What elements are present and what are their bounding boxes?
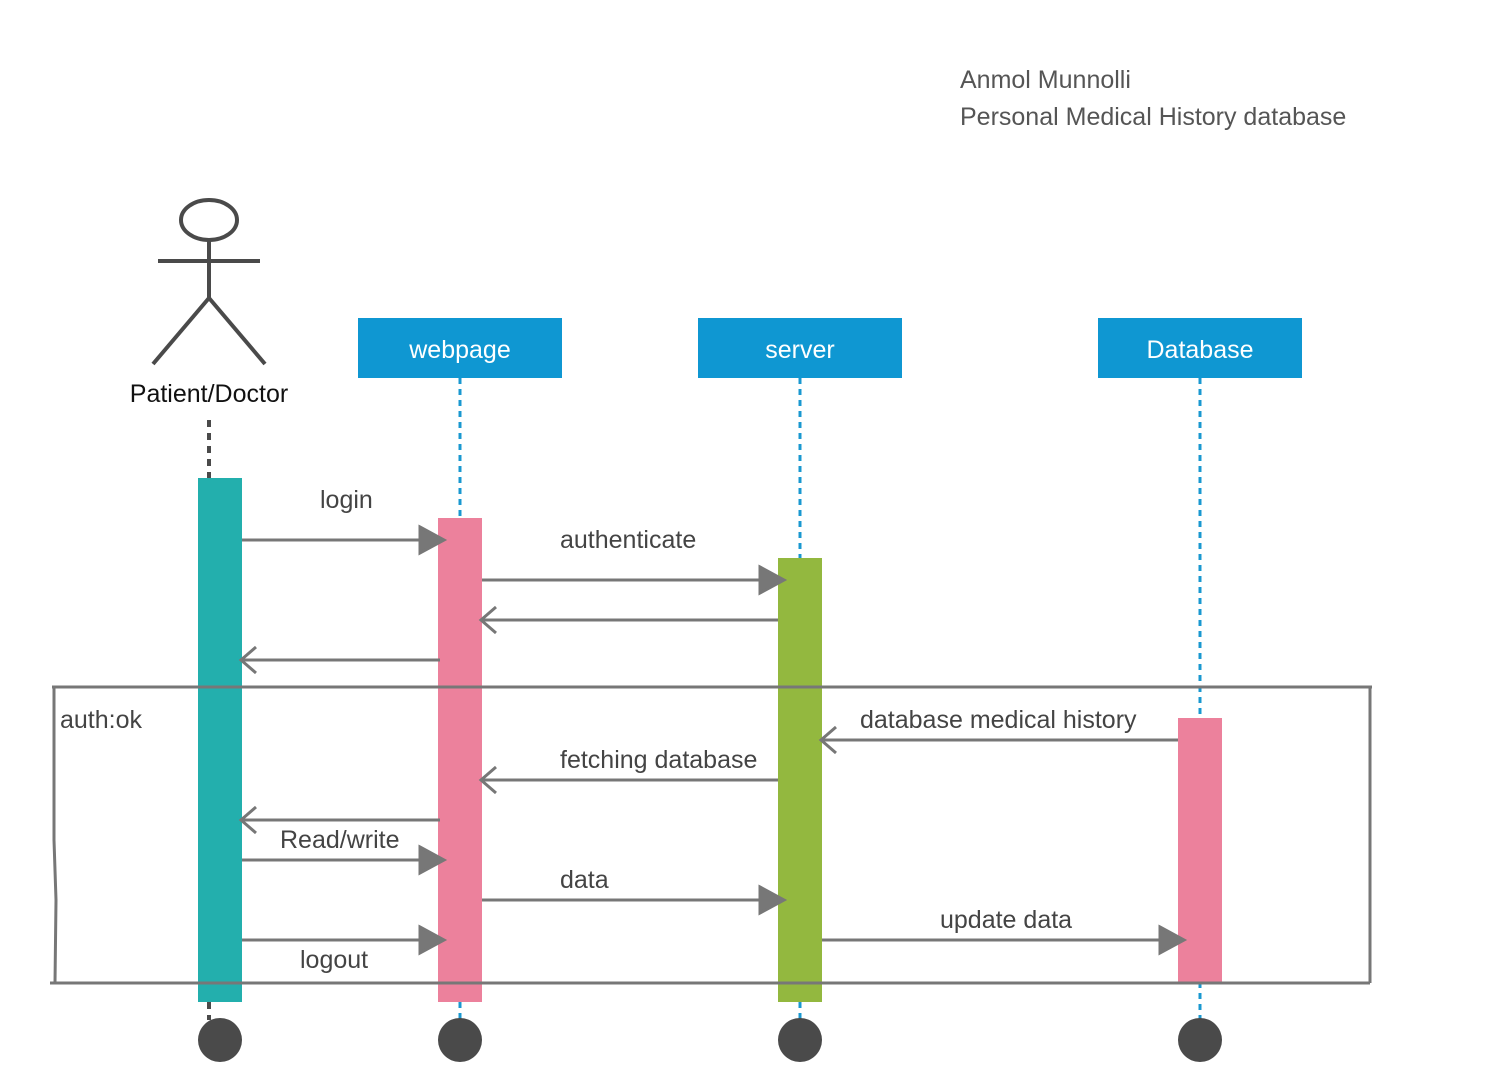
database-header-label: Database xyxy=(1146,336,1253,364)
server-header-label: server xyxy=(765,336,834,364)
message-db-history-label: database medical history xyxy=(860,706,1137,734)
server-header: server xyxy=(698,318,902,378)
message-logout-arrowhead xyxy=(418,924,448,956)
message-db-history-arrowhead xyxy=(818,725,837,755)
actor-activation-bar xyxy=(198,478,242,1002)
webpage-terminator xyxy=(438,1018,482,1062)
message-logout-label: logout xyxy=(300,946,368,974)
message-readwrite-label: Read/write xyxy=(280,826,400,854)
message-return-login-arrowhead xyxy=(238,645,257,675)
message-update-arrowhead xyxy=(1158,924,1188,956)
message-authenticate-arrowhead xyxy=(758,564,788,596)
database-activation-bar xyxy=(1178,718,1222,982)
database-header: Database xyxy=(1098,318,1302,378)
fragment-frame xyxy=(50,685,1372,985)
message-fetching-label: fetching database xyxy=(560,746,757,774)
message-data-label: data xyxy=(560,866,609,894)
author-name: Anmol Munnolli xyxy=(960,66,1131,94)
message-data-arrowhead xyxy=(758,884,788,916)
message-login-arrowhead xyxy=(418,524,448,556)
database-terminator xyxy=(1178,1018,1222,1062)
message-fetching-arrowhead xyxy=(478,765,497,795)
webpage-header: webpage xyxy=(358,318,562,378)
server-activation-bar xyxy=(778,558,822,1002)
server-terminator xyxy=(778,1018,822,1062)
fragment-guard-label: auth:ok xyxy=(60,706,143,734)
message-readwrite-arrowhead xyxy=(418,844,448,876)
webpage-activation-bar xyxy=(438,518,482,1002)
webpage-header-label: webpage xyxy=(408,336,510,364)
message-update-label: update data xyxy=(940,906,1072,934)
diagram-subtitle: Personal Medical History database xyxy=(960,103,1346,131)
actor-label: Patient/Doctor xyxy=(130,380,288,408)
message-return-data-arrowhead xyxy=(238,805,257,835)
actor-terminator xyxy=(198,1018,242,1062)
message-return-auth-arrowhead xyxy=(478,605,497,635)
message-login-label: login xyxy=(320,486,373,514)
message-authenticate-label: authenticate xyxy=(560,526,696,554)
actor-stick-figure-icon xyxy=(151,198,267,366)
